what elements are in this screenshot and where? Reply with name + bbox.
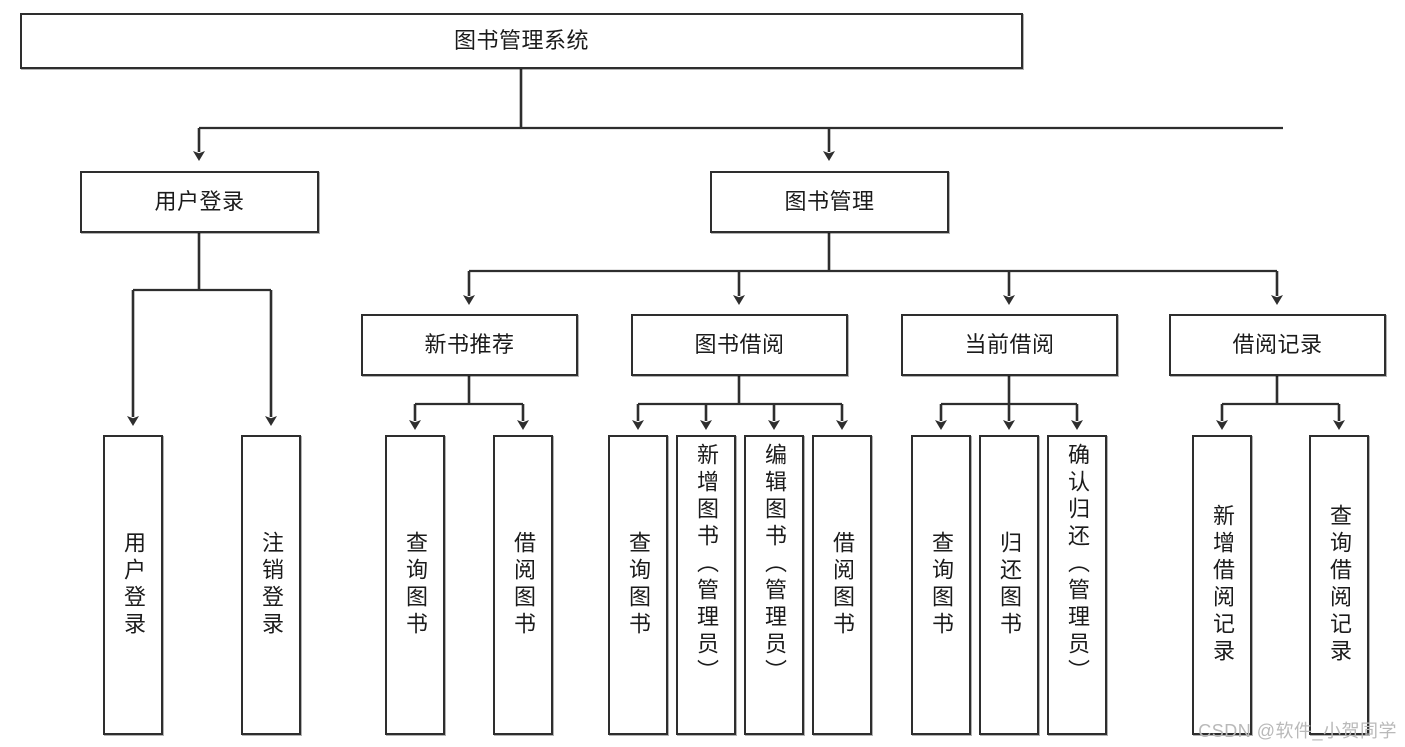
node-borrow-record[interactable]: 借阅记录 bbox=[1169, 314, 1386, 376]
node-leaf-return-book-label: 归还图书 bbox=[997, 531, 1022, 639]
node-new-book-recommend[interactable]: 新书推荐 bbox=[361, 314, 578, 376]
node-leaf-query-book-3-label: 查询图书 bbox=[929, 531, 954, 639]
node-leaf-query-book-1-label: 查询图书 bbox=[403, 531, 428, 639]
node-leaf-borrow-book-2-label: 借阅图书 bbox=[830, 531, 855, 639]
node-leaf-query-book-3[interactable]: 查询图书 bbox=[911, 435, 971, 735]
node-leaf-query-book-2-label: 查询图书 bbox=[626, 531, 651, 639]
node-leaf-confirm-return[interactable]: 确认归还（管理员） bbox=[1047, 435, 1107, 735]
node-leaf-borrow-book-1[interactable]: 借阅图书 bbox=[493, 435, 553, 735]
node-leaf-query-record-label: 查询借阅记录 bbox=[1327, 504, 1352, 666]
node-leaf-query-book-2[interactable]: 查询图书 bbox=[608, 435, 668, 735]
node-leaf-query-book-1[interactable]: 查询图书 bbox=[385, 435, 445, 735]
node-leaf-query-record[interactable]: 查询借阅记录 bbox=[1309, 435, 1369, 735]
node-leaf-add-record[interactable]: 新增借阅记录 bbox=[1192, 435, 1252, 735]
node-leaf-confirm-return-label: 确认归还（管理员） bbox=[1065, 443, 1090, 686]
node-borrow-record-label: 借阅记录 bbox=[1232, 331, 1323, 357]
node-leaf-logout-login-label: 注销登录 bbox=[259, 531, 284, 639]
node-leaf-user-login[interactable]: 用户登录 bbox=[103, 435, 163, 735]
node-leaf-edit-book-label: 编辑图书（管理员） bbox=[762, 443, 787, 686]
node-book-borrow[interactable]: 图书借阅 bbox=[631, 314, 848, 376]
node-current-borrow[interactable]: 当前借阅 bbox=[901, 314, 1118, 376]
node-book-manage[interactable]: 图书管理 bbox=[710, 171, 949, 233]
node-root-label: 图书管理系统 bbox=[453, 27, 589, 53]
node-new-book-recommend-label: 新书推荐 bbox=[424, 331, 515, 357]
node-leaf-user-login-label: 用户登录 bbox=[121, 531, 146, 639]
node-root[interactable]: 图书管理系统 bbox=[20, 13, 1023, 69]
node-leaf-return-book[interactable]: 归还图书 bbox=[979, 435, 1039, 735]
node-book-manage-label: 图书管理 bbox=[784, 188, 875, 214]
node-current-borrow-label: 当前借阅 bbox=[964, 331, 1055, 357]
node-book-borrow-label: 图书借阅 bbox=[694, 331, 785, 357]
node-leaf-add-book-label: 新增图书（管理员） bbox=[694, 443, 719, 686]
node-leaf-edit-book[interactable]: 编辑图书（管理员） bbox=[744, 435, 804, 735]
node-leaf-add-record-label: 新增借阅记录 bbox=[1210, 504, 1235, 666]
node-user-login[interactable]: 用户登录 bbox=[80, 171, 319, 233]
node-user-login-label: 用户登录 bbox=[154, 188, 245, 214]
node-leaf-add-book[interactable]: 新增图书（管理员） bbox=[676, 435, 736, 735]
node-leaf-borrow-book-2[interactable]: 借阅图书 bbox=[812, 435, 872, 735]
node-leaf-logout-login[interactable]: 注销登录 bbox=[241, 435, 301, 735]
node-leaf-borrow-book-1-label: 借阅图书 bbox=[511, 531, 536, 639]
